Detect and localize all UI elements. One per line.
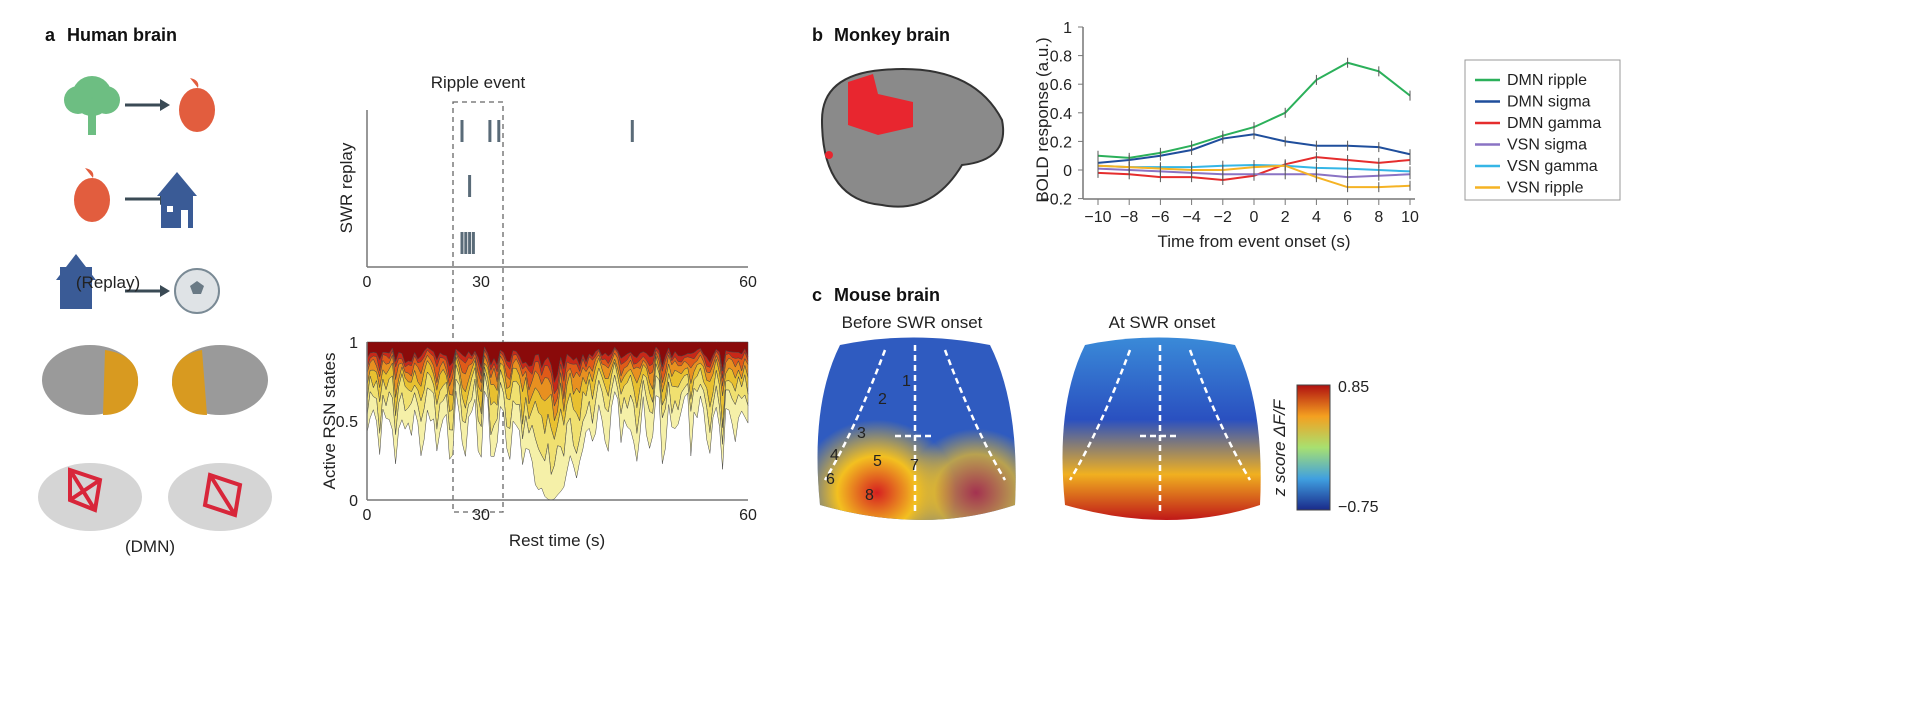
bold-xtick: −10 — [1084, 209, 1111, 226]
bold-xtick: −4 — [1182, 209, 1200, 226]
region-number: 1 — [902, 373, 911, 390]
bold-ytick: 0.2 — [1050, 134, 1072, 151]
bold-ytick: 1 — [1063, 20, 1072, 37]
region-number: 4 — [830, 447, 839, 464]
bold-xtick: −6 — [1151, 209, 1169, 226]
panel-b-letter: b — [812, 25, 823, 45]
colorbar — [1296, 384, 1331, 511]
region-number: 3 — [857, 425, 866, 442]
bold-xtick: 8 — [1374, 209, 1383, 226]
colorbar-min: −0.75 — [1338, 499, 1379, 516]
legend-entry: DMN ripple — [1507, 72, 1587, 89]
colorbar-label: z score ΔF/F — [1270, 398, 1289, 497]
arrow-icon — [125, 285, 170, 297]
panel-a-title: Human brain — [67, 25, 177, 45]
bold-ytick: 0 — [1063, 163, 1072, 180]
at-swr-label: At SWR onset — [1109, 313, 1216, 332]
swr-xtick: 30 — [472, 274, 490, 291]
rsn-state-area — [366, 342, 749, 501]
house-icon — [157, 172, 197, 228]
colorbar-max: 0.85 — [1338, 379, 1369, 396]
region-number-labels: 123 4 5 6 7 8 — [826, 373, 919, 504]
monkey-brain-image — [820, 68, 1005, 208]
region-number: 6 — [826, 471, 835, 488]
region-number: 2 — [878, 391, 887, 408]
rsn-xtick: 60 — [739, 507, 757, 524]
bold-xtick: 10 — [1401, 209, 1419, 226]
legend-entry: VSN sigma — [1507, 137, 1587, 154]
panel-a-letter: a — [45, 25, 56, 45]
region-number: 5 — [873, 453, 882, 470]
bold-ytick: 0.6 — [1050, 77, 1072, 94]
rsn-ytick: 1 — [349, 335, 358, 352]
panel-c-title: Mouse brain — [834, 285, 940, 305]
rsn-ytick: 0.5 — [336, 414, 358, 431]
rsn-xtick: 0 — [363, 507, 372, 524]
bold-xtick: 6 — [1343, 209, 1352, 226]
panel-b-title: Monkey brain — [834, 25, 950, 45]
region-number: 7 — [910, 457, 919, 474]
swr-xtick: 0 — [363, 274, 372, 291]
rsn-ytick: 0 — [349, 493, 358, 510]
bold-ytick: 0.4 — [1050, 106, 1072, 123]
bold-xtick: 0 — [1250, 209, 1259, 226]
legend-entry: DMN sigma — [1507, 94, 1591, 111]
ripple-event-box — [452, 101, 504, 513]
region-number: 8 — [865, 487, 874, 504]
bold-line-chart: BOLD response (a.u.) Time from event ons… — [1033, 20, 1419, 251]
mouse-cortex-map-at-onset — [1062, 337, 1261, 520]
bold-ytick: −0.2 — [1040, 192, 1072, 209]
replay-label: (Replay) — [76, 273, 140, 292]
apple-icon — [74, 168, 110, 222]
bold-xlabel: Time from event onset (s) — [1157, 232, 1350, 251]
tree-icon — [64, 76, 120, 135]
apple-icon — [179, 78, 215, 132]
rsn-xlabel: Rest time (s) — [509, 531, 605, 550]
human-brain-dmn-surface — [42, 345, 268, 415]
bold-xtick: −8 — [1120, 209, 1138, 226]
bold-ytick: 0.8 — [1050, 49, 1072, 66]
rsn-xtick: 30 — [472, 507, 490, 524]
human-brain-dmn-network — [38, 463, 272, 531]
legend-entry: DMN gamma — [1507, 115, 1601, 132]
bold-series-line — [1097, 61, 1411, 159]
rsn-ylabel: Active RSN states — [320, 353, 339, 490]
bold-xtick: 4 — [1312, 209, 1321, 226]
rsn-area-plot — [366, 341, 749, 501]
panel-c-letter: c — [812, 285, 822, 305]
swr-xtick: 60 — [739, 274, 757, 291]
legend-entry: VSN gamma — [1507, 158, 1598, 175]
arrow-icon — [125, 99, 170, 111]
swr-ylabel: SWR replay — [337, 142, 356, 233]
swr-raster — [460, 120, 634, 254]
bold-ylabel: BOLD response (a.u.) — [1033, 37, 1052, 202]
bold-xtick: −2 — [1214, 209, 1232, 226]
ripple-event-label: Ripple event — [431, 73, 526, 92]
dmn-label: (DMN) — [125, 537, 175, 556]
mouse-cortex-map-before — [817, 337, 1016, 520]
house-icon — [56, 254, 96, 309]
before-swr-label: Before SWR onset — [842, 313, 983, 332]
soccer-ball-icon — [174, 268, 220, 314]
legend-entry: VSN ripple — [1507, 180, 1584, 197]
bold-xtick: 2 — [1281, 209, 1290, 226]
